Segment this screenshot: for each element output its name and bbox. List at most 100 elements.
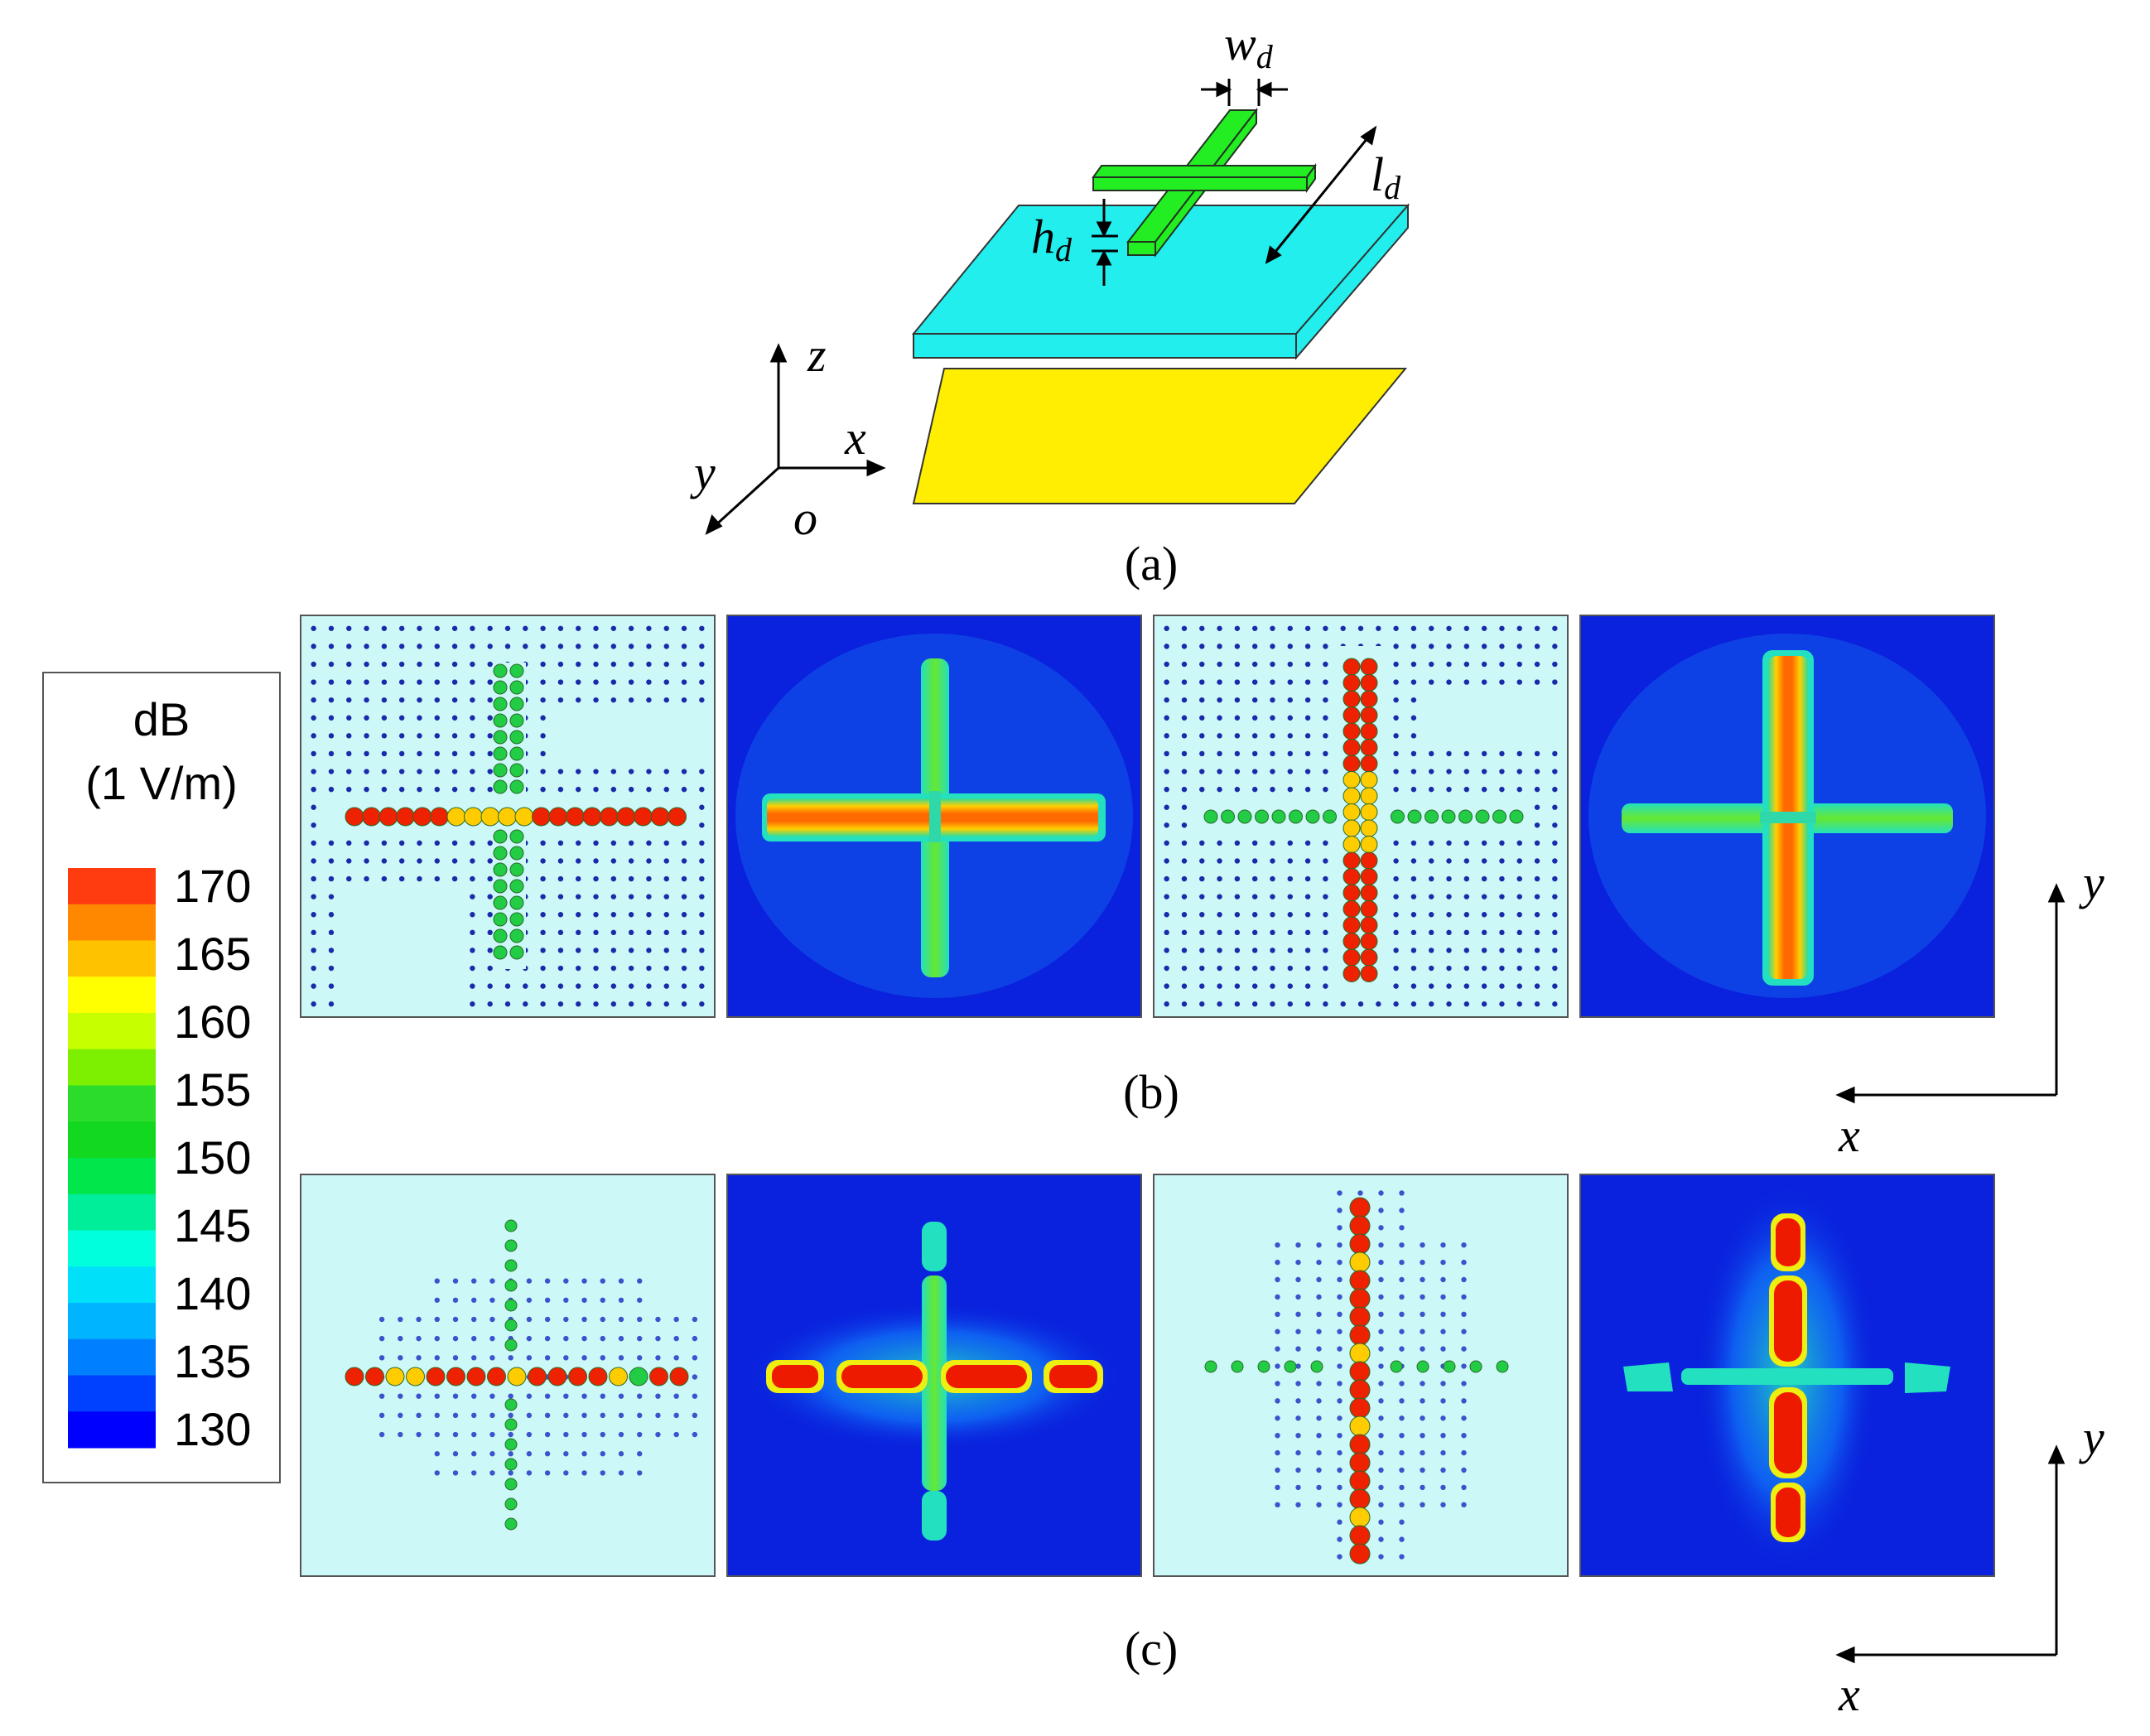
field-arrow: [487, 697, 493, 703]
field-arrow: [417, 750, 422, 757]
field-arrow: [1499, 750, 1505, 757]
field-arrow: [646, 858, 652, 864]
field-arrow: [1234, 840, 1241, 846]
field-arrow: [1270, 733, 1275, 739]
field-arrow: [1552, 804, 1558, 810]
field-arrow: [1410, 983, 1417, 989]
field-arrow: [328, 894, 335, 899]
field-arrow: [1429, 750, 1434, 757]
field-arrow: [1316, 1242, 1322, 1248]
field-arrow: [346, 769, 352, 774]
field-arrow: [681, 948, 687, 953]
ld-label: ld: [1371, 147, 1401, 206]
field-arrow: [1393, 1001, 1399, 1007]
field-arrow: [681, 644, 687, 649]
field-arrow: [1316, 1484, 1322, 1491]
current-dot: [385, 1367, 405, 1386]
field-arrow: [504, 644, 511, 649]
field-arrow: [1410, 858, 1417, 864]
field-arrow: [416, 1335, 422, 1342]
field-arrow: [1399, 1432, 1405, 1439]
field-arrow: [381, 750, 388, 757]
field-arrow: [398, 697, 405, 703]
field-arrow: [1251, 929, 1258, 936]
field-arrow: [434, 679, 440, 685]
caption-a: (a): [1125, 537, 1178, 591]
field-arrow: [637, 1451, 643, 1457]
field-arrow: [378, 1335, 385, 1342]
field-arrow: [1534, 948, 1540, 953]
panel-b-magnitude-1: [726, 615, 1142, 1018]
current-dot: [1360, 674, 1378, 692]
current-dot: [493, 895, 508, 910]
field-arrow: [452, 1431, 459, 1438]
field-arrow: [699, 948, 705, 953]
field-arrow: [699, 840, 705, 846]
field-arrow: [1534, 679, 1540, 685]
field-arrow: [1378, 1208, 1384, 1213]
field-arrow: [1446, 625, 1452, 631]
field-arrow: [471, 1412, 477, 1419]
current-dot: [609, 1367, 628, 1386]
current-dot: [507, 1367, 527, 1386]
field-arrow: [526, 1393, 533, 1399]
field-arrow: [1463, 786, 1470, 793]
field-arrow: [1463, 894, 1470, 899]
field-arrow: [1251, 965, 1258, 972]
field-arrow: [1393, 715, 1399, 721]
field-arrow: [1287, 929, 1293, 936]
current-dot: [378, 807, 398, 827]
field-arrow: [1440, 1294, 1446, 1300]
field-arrow: [311, 894, 316, 899]
current-dot: [504, 1239, 518, 1252]
current-dot: [493, 680, 508, 695]
field-arrow: [398, 769, 405, 774]
field-arrow: [618, 1297, 624, 1303]
field-arrow: [581, 1412, 587, 1419]
field-arrow: [1234, 625, 1241, 631]
field-arrow: [1337, 1467, 1343, 1473]
field-arrow: [526, 1412, 533, 1419]
colorbar: [68, 868, 156, 1449]
field-arrow: [1234, 894, 1241, 899]
field-arrow: [1251, 679, 1258, 685]
field-arrow: [378, 1316, 385, 1323]
current-dot: [566, 807, 585, 827]
field-arrow: [417, 679, 422, 685]
field-arrow: [637, 1355, 643, 1361]
field-arrow: [581, 1355, 587, 1361]
field-arrow: [1552, 769, 1558, 774]
current-dot: [493, 713, 508, 728]
field-arrow: [699, 769, 705, 774]
field-arrow: [1337, 1259, 1343, 1266]
field-arrow: [663, 983, 669, 989]
field-arrow: [557, 697, 564, 703]
field-arrow: [1287, 697, 1293, 703]
field-arrow: [451, 661, 458, 668]
field-arrow: [487, 858, 493, 864]
field-arrow: [1287, 983, 1293, 989]
field-arrow: [1481, 965, 1487, 972]
field-arrow: [508, 1451, 513, 1457]
current-dot: [406, 1367, 425, 1386]
current-dot: [1343, 771, 1361, 788]
field-arrow: [1410, 929, 1417, 936]
field-arrow: [434, 1355, 440, 1361]
field-arrow: [416, 1393, 422, 1399]
field-arrow: [1275, 1449, 1280, 1456]
panel-c-vector-1: [300, 1174, 716, 1577]
field-arrow: [1199, 912, 1205, 918]
axes-2d-c: [1835, 1444, 2066, 1664]
dipole-arm-short-side: [1306, 162, 1316, 194]
field-arrow: [1304, 769, 1311, 774]
field-arrow: [1516, 679, 1522, 685]
field-arrow: [1287, 769, 1293, 774]
field-arrow: [1399, 1190, 1405, 1196]
field-arrow: [1463, 948, 1470, 953]
axis-x-label: x: [844, 411, 866, 465]
field-arrow: [563, 1470, 569, 1476]
field-arrow: [1534, 769, 1540, 774]
field-arrow: [1181, 894, 1188, 899]
field-arrow: [1378, 1467, 1384, 1473]
field-arrow: [540, 661, 546, 668]
